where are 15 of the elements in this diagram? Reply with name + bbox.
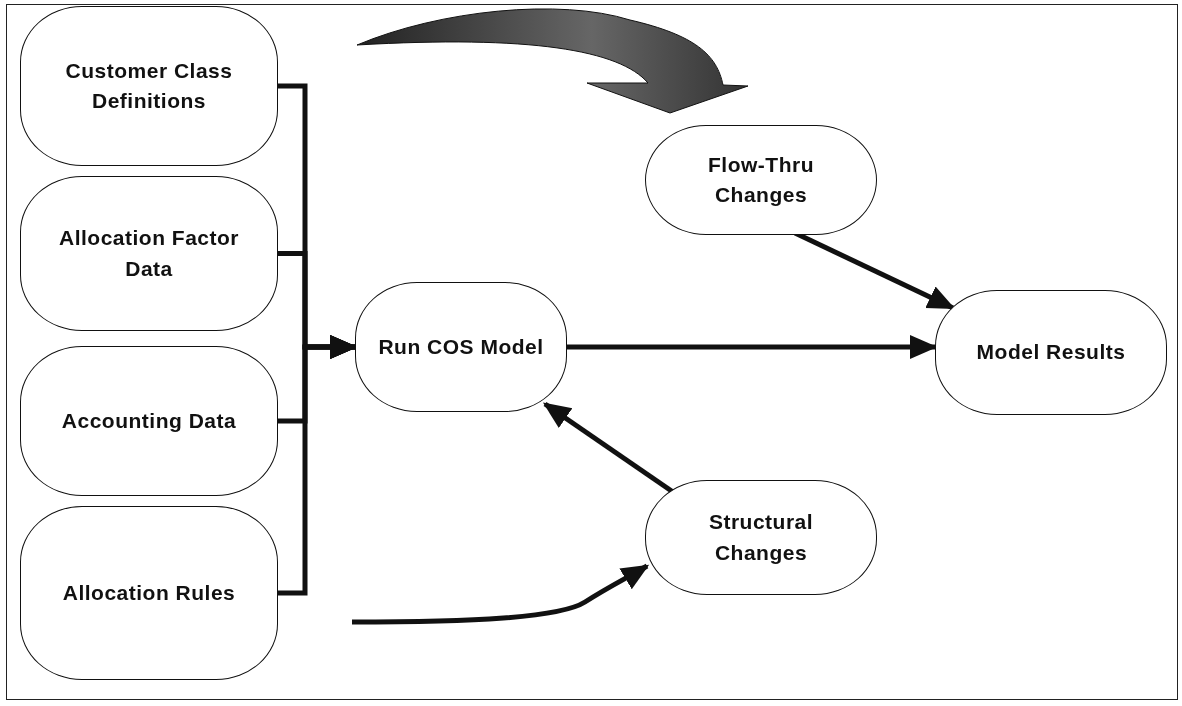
- process-box: [20, 346, 278, 496]
- process-box: [20, 506, 278, 680]
- node-label: Accounting Data: [61, 407, 237, 434]
- node-label: Allocation Rules: [62, 579, 236, 606]
- arrow: [352, 563, 650, 625]
- node-label: Run COS Model: [378, 333, 544, 360]
- node-label: Model Results: [976, 339, 1126, 366]
- process-box: [20, 176, 278, 331]
- process-box: [20, 6, 278, 166]
- node-label: Structural Changes: [707, 509, 815, 566]
- node-label: Flow-Thru Changes: [707, 151, 815, 208]
- node-label: Allocation Factor Data: [58, 225, 240, 282]
- curved-block-arrow: [356, 8, 749, 114]
- node-label: Customer Class Definitions: [64, 57, 234, 114]
- arrow: [567, 335, 938, 359]
